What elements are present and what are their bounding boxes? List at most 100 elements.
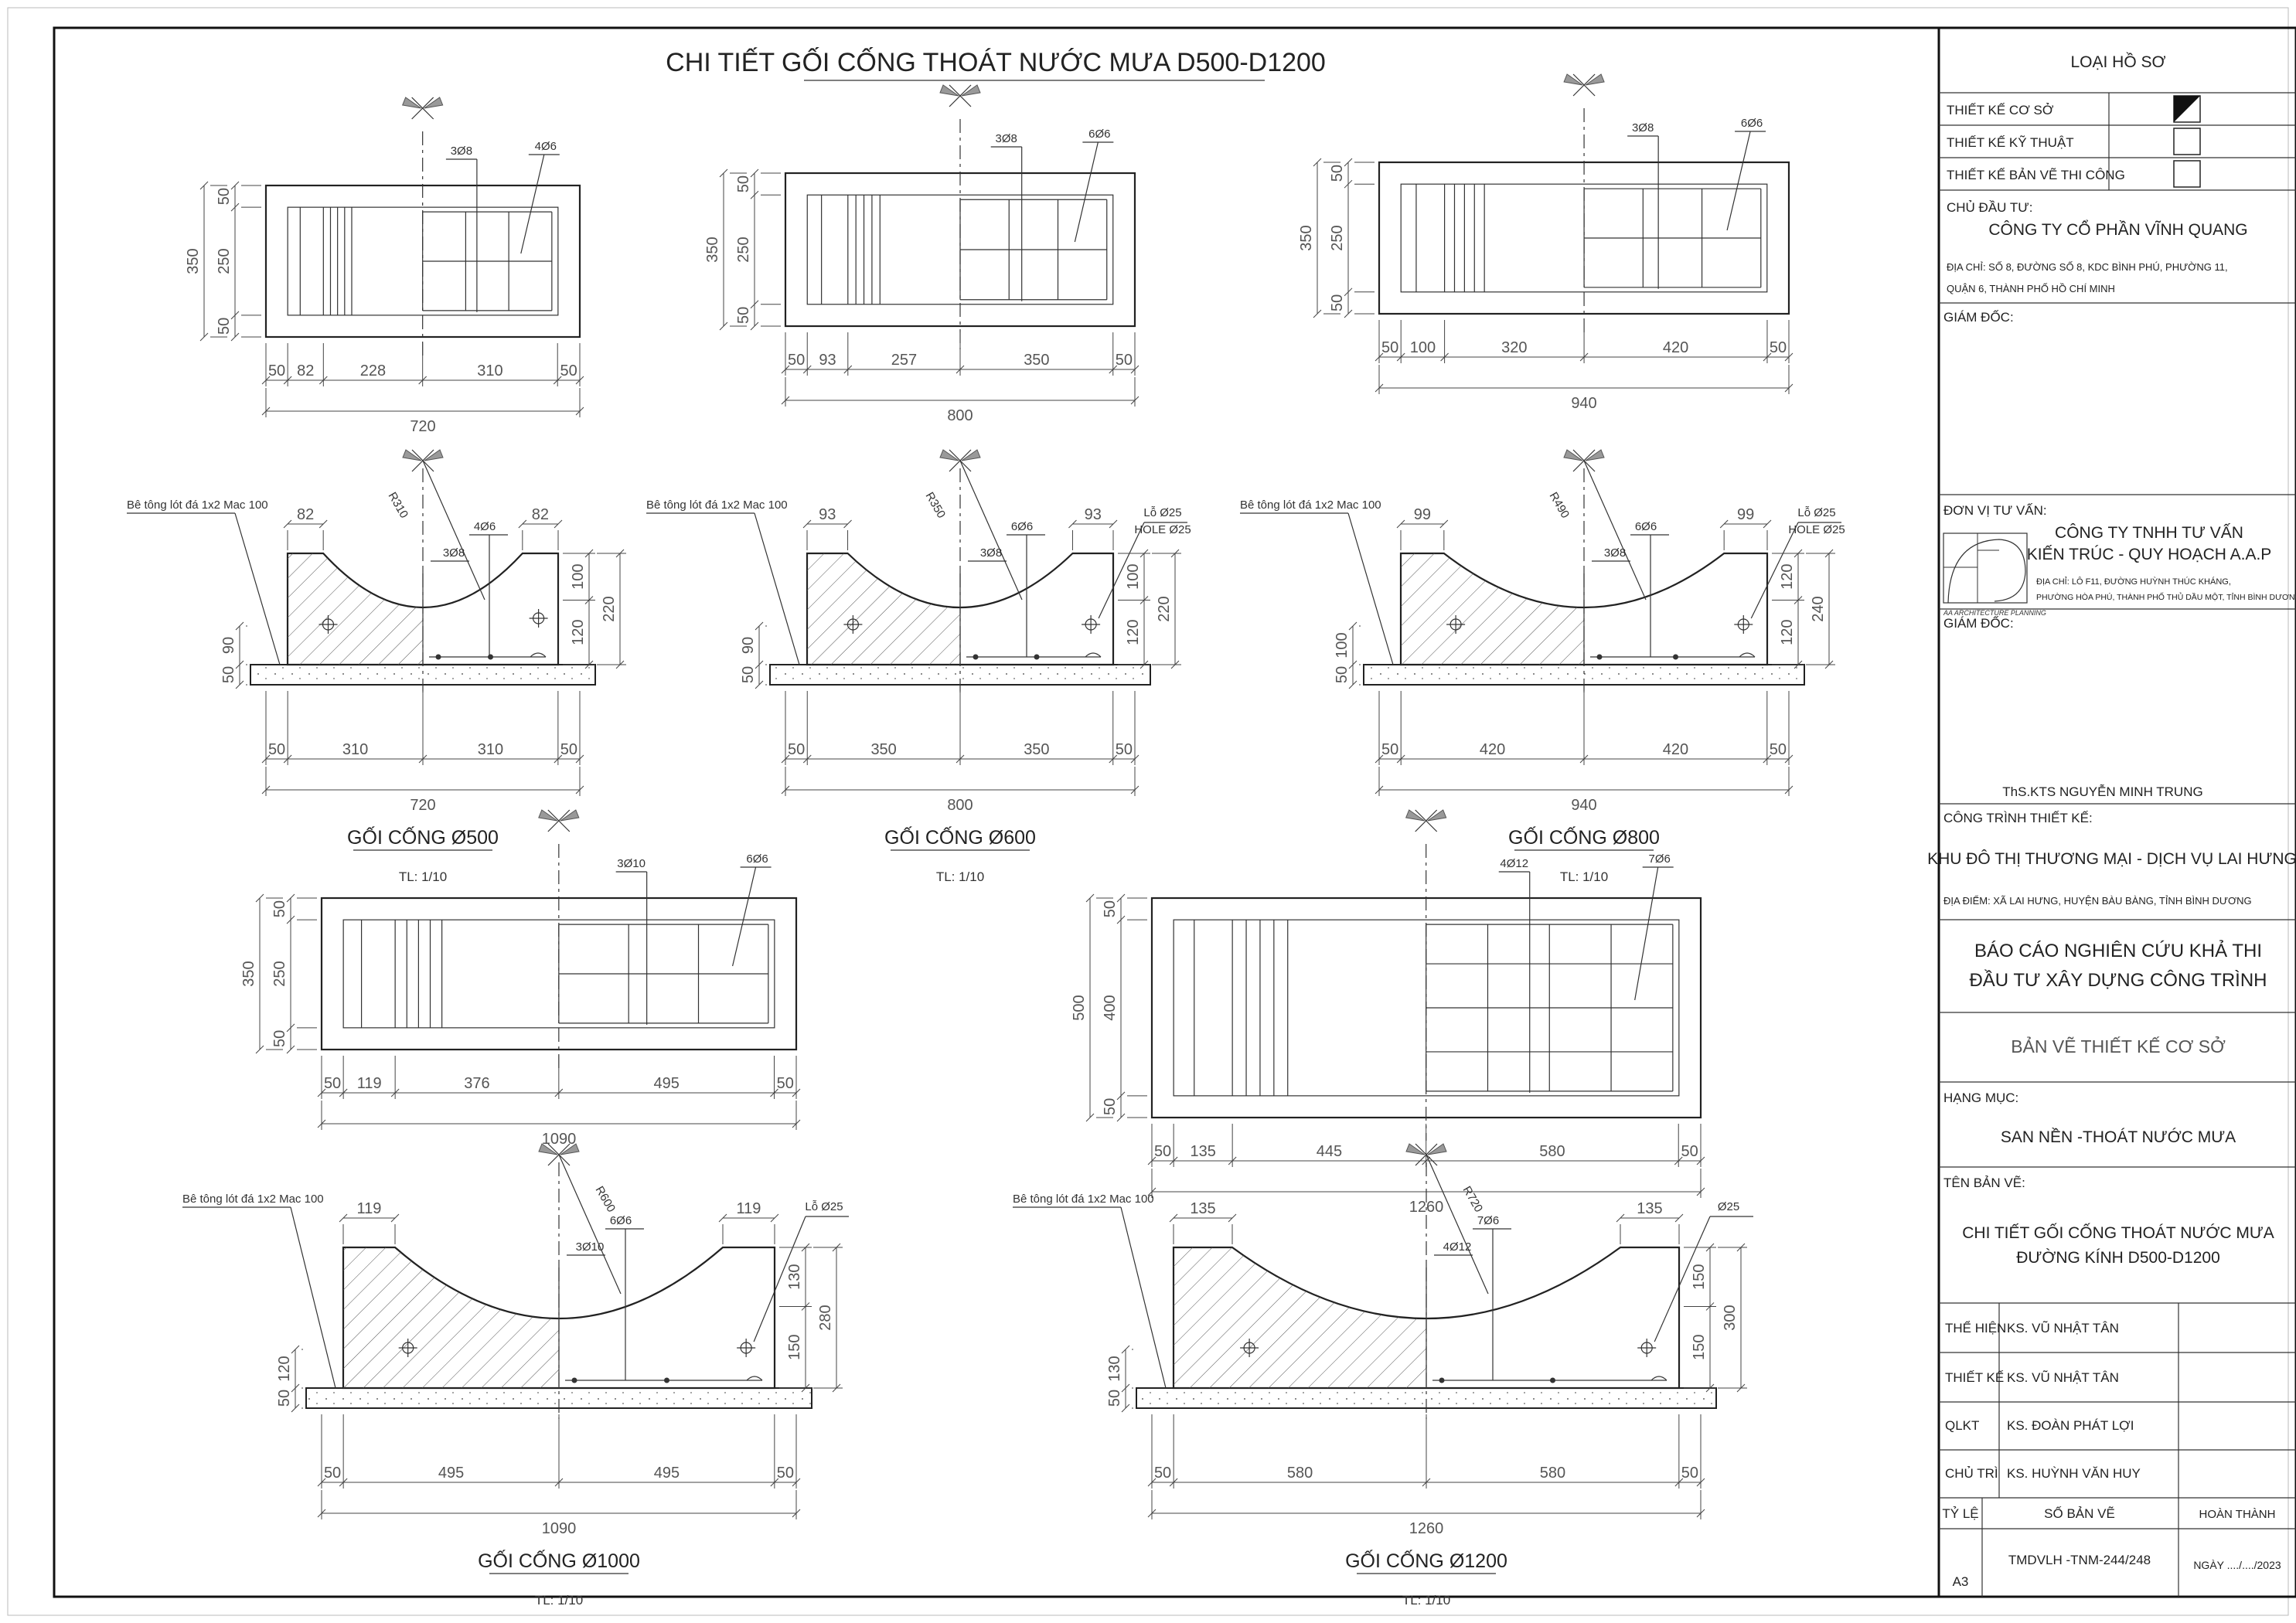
dimension-label: 420 <box>1663 339 1688 356</box>
sheet-name-2: ĐƯỜNG KÍNH D500-D1200 <box>2016 1249 2220 1267</box>
investor-label: CHỦ ĐẦU TƯ: <box>1947 200 2033 215</box>
sheet-name-1: CHI TIẾT GỐI CỐNG THOÁT NƯỚC MƯA <box>1962 1223 2274 1242</box>
plan-inner <box>287 206 559 316</box>
staff-name-0: KS. VŨ NHẬT TÂN <box>2007 1321 2119 1335</box>
hole-label: HOLE Ø25 <box>1788 523 1845 536</box>
dimension-label: 50 <box>216 318 233 335</box>
detail-title: GỐI CỐNG Ø1200 <box>1345 1549 1507 1572</box>
dimension-label: 130 <box>786 1264 803 1290</box>
rebar-label: 6Ø6 <box>1741 117 1763 130</box>
rebar-label: 3Ø10 <box>576 1240 605 1254</box>
dimension-label: 580 <box>1539 1143 1565 1160</box>
record-type-basic-design-checkbox[interactable] <box>2173 95 2201 123</box>
record-type-technical-design-checkbox[interactable] <box>2173 128 2201 155</box>
hole-label: Ø25 <box>1718 1200 1739 1213</box>
dimension-label: 50 <box>777 1075 794 1092</box>
concrete-label: Bê tông lót đá 1x2 Mac 100 <box>182 1193 324 1206</box>
dimension-label: 350 <box>240 961 257 986</box>
dimension-label: 500 <box>1071 995 1088 1020</box>
dimension-label: 50 <box>560 741 577 758</box>
dimension-label: 50 <box>1154 1465 1171 1482</box>
dimension-label: 99 <box>1414 506 1431 523</box>
dimension-label: 50 <box>268 741 285 758</box>
dimension-label: 50 <box>276 1390 293 1407</box>
anchor-hole-icon <box>1734 615 1753 634</box>
rebar-label: 7Ø6 <box>1649 852 1671 866</box>
rebar-label: 6Ø6 <box>746 852 768 866</box>
completion-header: HOÀN THÀNH <box>2199 1508 2276 1521</box>
rebar-dot <box>1596 654 1603 660</box>
rebar-label: 3Ø8 <box>980 546 1002 560</box>
record-type-construction-design-checkbox[interactable] <box>2173 160 2201 188</box>
dimension-label: 250 <box>216 248 233 274</box>
dimension-label: 310 <box>342 741 368 758</box>
dimension-label: 800 <box>947 407 973 424</box>
staff-name-2: KS. ĐOÀN PHÁT LỢI <box>2007 1418 2134 1433</box>
dimension-label: 420 <box>1480 741 1505 758</box>
concrete-label: Bê tông lót đá 1x2 Mac 100 <box>646 498 788 512</box>
detail-title: GỐI CỐNG Ø500 <box>347 825 499 849</box>
rebar-label: 4Ø6 <box>535 140 557 153</box>
rebar-label: 4Ø12 <box>1443 1240 1472 1254</box>
scale-header: TỶ LỆ <box>1942 1506 1978 1521</box>
dimension-label: 93 <box>819 352 836 369</box>
dimension-label: 150 <box>1691 1335 1708 1360</box>
dimension-label: 120 <box>276 1356 293 1381</box>
dimension-label: 50 <box>1329 165 1346 182</box>
dimension-label: 50 <box>1102 1098 1119 1115</box>
dimension-label: 50 <box>1770 339 1787 356</box>
anchor-hole-icon <box>1082 615 1101 634</box>
rebar-label: 6Ø6 <box>1011 520 1033 533</box>
dimension-label: 1090 <box>542 1520 577 1537</box>
rebar-label: 3Ø8 <box>451 145 472 158</box>
rebar-label: 3Ø10 <box>617 857 646 870</box>
dimension-label: 99 <box>1737 506 1754 523</box>
radius-label: R600 <box>593 1184 618 1215</box>
record-type-header: LOẠI HỒ SƠ <box>2070 53 2165 71</box>
main-title: CHI TIẾT GỐI CỐNG THOÁT NƯỚC MƯA D500-D1… <box>666 47 1326 77</box>
paper-size: A3 <box>1953 1574 1969 1589</box>
dimension-label: 420 <box>1663 741 1688 758</box>
dimension-label: 320 <box>1501 339 1527 356</box>
dimension-label: 50 <box>1106 1390 1123 1407</box>
dimension-label: 495 <box>653 1075 679 1092</box>
dimension-label: 350 <box>1024 352 1049 369</box>
dimension-label: 350 <box>870 741 896 758</box>
sheet-number: TMDVLH -TNM-244/248 <box>2008 1553 2151 1567</box>
radius-label: R350 <box>923 490 949 521</box>
dimension-label: 50 <box>788 352 805 369</box>
rebar-label: 6Ø6 <box>610 1214 632 1227</box>
consultant-logo: AA ARCHITECTURE PLANNING <box>1943 532 2046 617</box>
rebar-label: 3Ø8 <box>1632 121 1654 134</box>
sheet-no-header: SỐ BẢN VẼ <box>2044 1506 2115 1521</box>
radius-label: R720 <box>1460 1184 1486 1215</box>
dimension-label: 50 <box>560 362 577 379</box>
dimension-label: 50 <box>268 362 285 379</box>
dimension-label: 100 <box>1125 564 1142 590</box>
dimension-label: 50 <box>324 1465 341 1482</box>
investor-name: CÔNG TY CỔ PHẦN VĨNH QUANG <box>1988 220 2247 239</box>
dimension-label: 50 <box>324 1075 341 1092</box>
dimension-label: 50 <box>1116 352 1133 369</box>
dimension-label: 250 <box>1329 225 1346 250</box>
dimension-label: 50 <box>740 666 757 683</box>
rebar-dot <box>973 654 979 660</box>
rebar-label: 6Ø6 <box>1635 520 1657 533</box>
rebar-label: 3Ø8 <box>1604 546 1626 560</box>
dimension-label: 940 <box>1571 395 1596 412</box>
investor-address-1: ĐỊA CHỈ: SỐ 8, ĐƯỜNG SỐ 8, KDC BÌNH PHÚ,… <box>1947 261 2228 273</box>
dimension-label: 119 <box>357 1200 382 1217</box>
detail-scale: TL: 1/10 <box>399 869 447 884</box>
dimension-label: 50 <box>788 741 805 758</box>
dimension-label: 50 <box>1381 339 1398 356</box>
dimension-label: 376 <box>464 1075 489 1092</box>
rebar-dot <box>664 1377 669 1383</box>
rebar-dot <box>1034 654 1040 660</box>
dimension-label: 495 <box>438 1465 464 1482</box>
dimension-label: 350 <box>1024 741 1049 758</box>
dimension-label: 100 <box>1410 339 1436 356</box>
dimension-label: 50 <box>1381 741 1398 758</box>
dimension-label: 50 <box>777 1465 794 1482</box>
